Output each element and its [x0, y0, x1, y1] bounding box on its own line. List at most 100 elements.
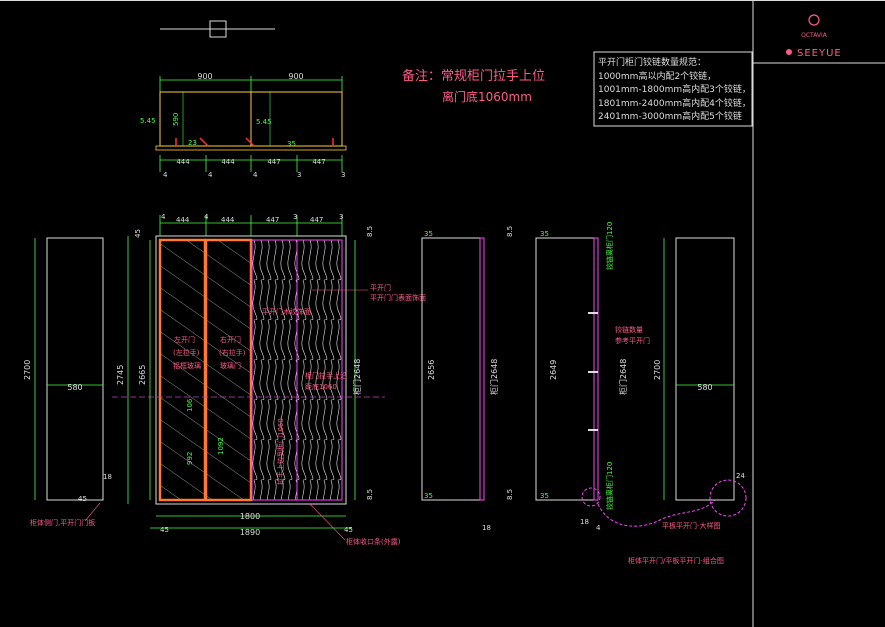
- elev-dim-top-2: 4: [204, 213, 209, 221]
- s1-bottom-small: 35: [424, 492, 433, 500]
- hinge-rule-4: 2401mm-3000mm高内配5个铰链: [598, 110, 742, 122]
- brand-top: OCTAVIA: [801, 32, 828, 39]
- side-right-width: 580: [697, 383, 712, 392]
- elev-dim-top-1: 444: [176, 216, 190, 224]
- handle-dim-2: 1092: [217, 437, 225, 455]
- s2-hinge-note-1: 参考平开门: [615, 336, 650, 345]
- plan-small-0: 4: [163, 171, 168, 179]
- height-2665: 2665: [138, 365, 147, 385]
- top-right-dim: 8.5: [366, 226, 374, 237]
- plan-dim-top-0: 900: [197, 72, 212, 81]
- handle-mid-label: 拉手上边到柜门1060: [276, 418, 285, 485]
- handle-dim-1: 992: [186, 452, 194, 465]
- s2-footer: 柜体平开门/平板平开门-组合图: [628, 556, 724, 565]
- section-view-1: 2656 柜门2648 8.5 8.5 35 35 18: [421, 226, 514, 532]
- plan-side-dim-3: 23: [188, 139, 197, 147]
- callout-right-1: 平开门门表面饰面: [370, 293, 426, 302]
- right-door-label-1: (右拉手): [219, 348, 246, 357]
- width-total: 1890: [240, 528, 260, 537]
- height-2745: 2745: [116, 365, 125, 385]
- callout-right-0: 平开门: [370, 283, 391, 292]
- view-marker: [160, 20, 275, 38]
- side-left-dim-a: 18: [103, 473, 112, 481]
- title-block: OCTAVIA SEEYUE: [786, 14, 842, 59]
- plan-side-dim-4: 35: [287, 140, 296, 148]
- left-door-label-2: 铝框玻璃: [173, 361, 201, 370]
- left-door-label-1: (左拉手): [173, 348, 200, 357]
- s2-bottom-dim-1: 4: [596, 524, 601, 532]
- section-view-2: 2649 柜门2648 铰链离柜门120 铰链离柜门120 铰链数量 参考平开门…: [535, 222, 724, 565]
- detail-circle-2: [709, 479, 747, 517]
- right-side-view: 2700 580 24 平板平开门-大样图: [653, 237, 747, 530]
- hinge-rule-1: 1000mm高以内配2个铰链，: [598, 70, 716, 82]
- door-height: 柜门2648: [352, 359, 362, 395]
- s2-hinge-top: 铰链离柜门120: [605, 222, 614, 270]
- plan-dim-bottom-1: 444: [221, 158, 235, 166]
- side-right-height: 2700: [653, 360, 662, 380]
- s1-top-small: 35: [424, 230, 433, 238]
- elev-dim-top-6: 447: [310, 216, 323, 224]
- brand-main: SEEYUE: [797, 48, 842, 59]
- s1-door: 柜门2648: [489, 359, 499, 395]
- s2-hinge-bottom: 铰链离柜门120: [605, 462, 614, 510]
- side-left-dim-b: 45: [78, 495, 87, 503]
- left-door-label-0: 左开门: [174, 335, 195, 344]
- handle-note-1: 距底1060: [305, 382, 337, 391]
- s2-door: 柜门2648: [618, 359, 628, 395]
- plan-side-dim-1: 590: [172, 113, 180, 126]
- front-elevation: 4 444 4 444 447 3 447 3 左开门 (左拉手) 铝框玻璃 右…: [112, 213, 426, 546]
- s2-hinge-note-0: 铰链数量: [615, 325, 643, 334]
- margin-45a: 45: [160, 526, 169, 534]
- s2-top-small: 35: [540, 230, 549, 238]
- bottom-note: 柜体收口条(外露): [346, 537, 401, 546]
- plan-small-1: 4: [208, 171, 213, 179]
- s2-bottom-dim-0: 18: [580, 518, 589, 526]
- wood-label: 平开门木纹饰面: [262, 307, 311, 316]
- remark-line-2: 离门底1060mm: [442, 89, 532, 104]
- elev-dim-top-0: 4: [161, 213, 166, 221]
- plan-dim-bottom-3: 447: [312, 158, 325, 166]
- side-left-note: 柜体侧门,平开门门板: [30, 518, 95, 527]
- side-right-note: 平板平开门-大样图: [662, 521, 721, 530]
- s2-height: 2649: [549, 360, 558, 380]
- s1-bottom: 8.5: [506, 489, 514, 500]
- detail-leader: [597, 499, 716, 527]
- brand-dot-icon: [786, 49, 792, 55]
- side-right-dim: 24: [736, 472, 745, 480]
- right-door-label-0: 右开门: [220, 335, 241, 344]
- s1-top: 8.5: [506, 226, 514, 237]
- hinge-rule-3: 1801mm-2400mm高内配4个铰链，: [598, 97, 751, 109]
- bottom-right-dim: 8.5: [366, 489, 374, 500]
- margin-45b: 45: [344, 526, 353, 534]
- s2-bottom-small: 35: [540, 492, 549, 500]
- side-left-width: 580: [67, 383, 82, 392]
- hinge-rules-box: 平开门柜门铰链数量规范： 1000mm高以内配2个铰链， 1001mm-1800…: [593, 51, 753, 127]
- plan-small-4: 3: [341, 171, 345, 179]
- s1-bottom-dim: 18: [482, 524, 491, 532]
- remark-line-1: 备注：常规柜门拉手上位: [402, 68, 545, 84]
- plan-side-dim-2: 5.45: [256, 118, 272, 126]
- detail-circle-1: [581, 487, 601, 507]
- elev-dim-top-5: 3: [293, 213, 297, 221]
- handle-note-0: 柜门拉手上沿: [305, 371, 347, 380]
- plan-small-2: 4: [253, 171, 258, 179]
- brand-logo-icon: [808, 14, 820, 26]
- elev-dim-top-3: 444: [221, 216, 235, 224]
- plan-dim-bottom-0: 444: [176, 158, 190, 166]
- hinge-rule-2: 1001mm-1800mm高内配3个铰链，: [598, 83, 751, 95]
- plan-side-dim-0: 5.45: [140, 117, 156, 125]
- handle-dim-0: 106: [186, 398, 194, 412]
- plan-dim-bottom-2: 447: [267, 158, 280, 166]
- elev-dim-top-7: 3: [339, 213, 343, 221]
- side-left-height: 2700: [23, 360, 32, 380]
- plan-view: 900 900 5.45 590 5.45 23 35 444 444 447 …: [140, 72, 347, 179]
- s1-height: 2656: [427, 360, 436, 380]
- right-door-label-2: 玻璃门: [220, 361, 241, 370]
- plan-small-3: 3: [297, 171, 301, 179]
- hinge-rule-0: 平开门柜门铰链数量规范：: [598, 56, 706, 68]
- width-inner: 1800: [240, 512, 260, 521]
- top-45: 45: [134, 229, 142, 238]
- plan-dim-top-1: 900: [288, 72, 303, 81]
- left-side-view: 2700 580 18 45 柜体侧门,平开门门板: [23, 237, 112, 527]
